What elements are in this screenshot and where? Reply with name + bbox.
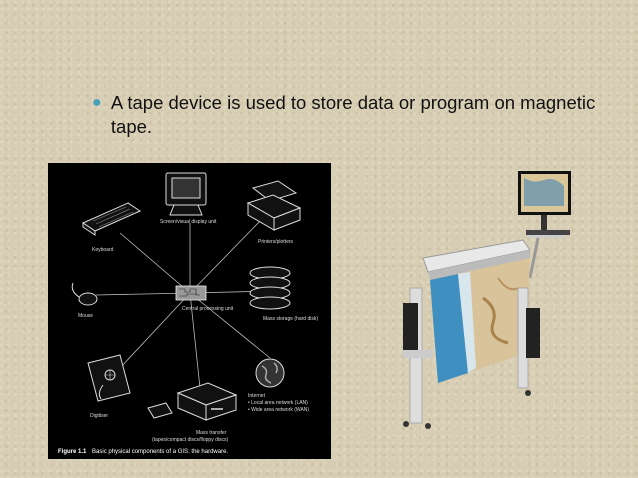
hard-disk-icon (249, 266, 291, 310)
cpu-chip-icon (175, 285, 207, 301)
workstation-monitor-icon (518, 171, 571, 238)
label-internet: Internet (248, 393, 266, 399)
gis-hardware-diagram: Screen/visual display unit Printers/plot… (58, 172, 318, 455)
label-cpu: Central processing unit (182, 306, 234, 312)
label-lan: • Local area network (LAN) (248, 400, 308, 406)
bullet-text: A tape device is used to store data or p… (110, 92, 596, 137)
large-format-plotter-icon (403, 171, 571, 429)
label-mass-transfer-sub: (tapes/compact discs/floppy discs) (152, 437, 228, 443)
label-digitiser: Digitiser (90, 413, 108, 419)
keyboard-icon (81, 202, 142, 236)
label-mouse: Mouse (78, 313, 93, 319)
label-wan: • Wide area network (WAN) (248, 407, 309, 413)
large-format-plotter-photo (398, 168, 573, 430)
digitiser-icon (87, 354, 131, 402)
caption-number: Figure 1.1 (58, 449, 87, 455)
connector-lines (95, 217, 274, 389)
figure-caption: Figure 1.1 Basic physical components of … (58, 449, 228, 455)
bullet-item: ● A tape device is used to store data or… (92, 91, 612, 139)
bullet-dot-icon: ● (92, 94, 102, 111)
printer-icon (246, 180, 302, 231)
gis-hardware-figure: Screen/visual display unit Printers/plot… (48, 163, 331, 459)
globe-icon (255, 358, 285, 388)
monitor-icon (165, 172, 207, 216)
caption-text: Basic physical components of a GIS: the … (92, 449, 228, 455)
mouse-icon (71, 282, 98, 306)
label-keyboard: Keyboard (92, 247, 114, 253)
label-mass-storage: Mass storage (hard disk) (263, 316, 318, 322)
floppy-icon (147, 402, 173, 419)
label-screen: Screen/visual display unit (160, 219, 217, 225)
tape-drive-icon (176, 382, 238, 421)
label-mass-transfer: Mass transfer (196, 430, 227, 436)
label-printers: Printers/plotters (258, 239, 294, 245)
